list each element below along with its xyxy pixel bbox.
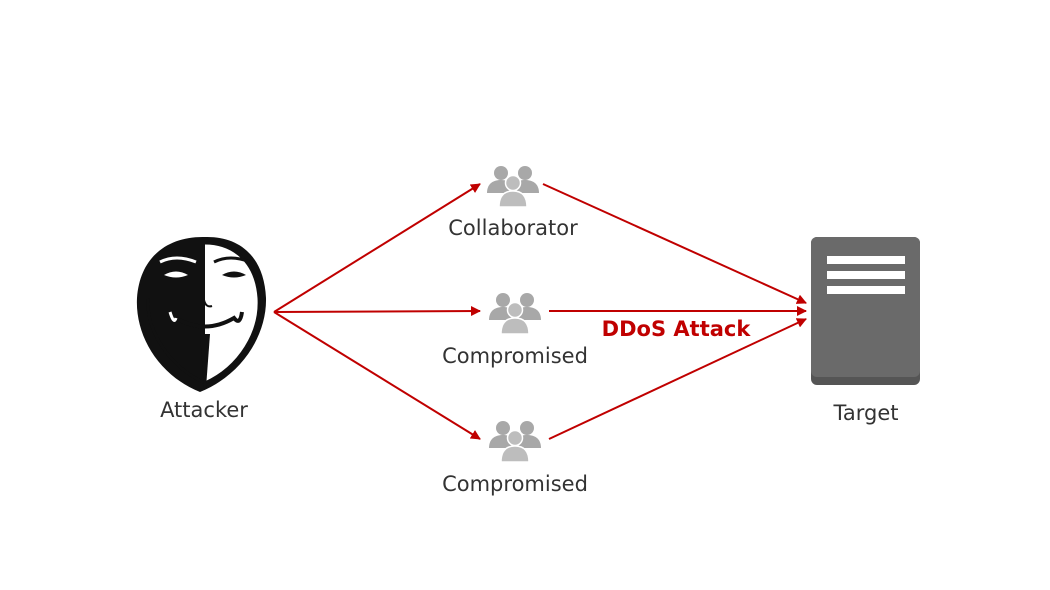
guy-fawkes-mask-icon: [136, 236, 267, 392]
collaborator-label: Collaborator: [448, 216, 578, 240]
target-node: Target: [811, 237, 920, 425]
compromised-label-1: Compromised: [442, 344, 588, 368]
compromised-label-2: Compromised: [442, 472, 588, 496]
edge-compromised-2-target: [548, 318, 807, 440]
server-icon: [811, 237, 920, 385]
user-group-icon: [488, 420, 542, 463]
ddos-attack-label: DDoS Attack: [602, 317, 752, 341]
target-label: Target: [833, 401, 899, 425]
user-group-icon: [486, 165, 540, 208]
user-group-icon: [488, 292, 542, 335]
edge-attacker-compromised-1: [273, 306, 481, 317]
edge-collaborator-target: [542, 183, 807, 304]
edges: [273, 183, 807, 440]
collaborator-node: Collaborator: [448, 165, 578, 240]
attacker-node: Attacker: [136, 236, 267, 422]
edge-attacker-compromised-2: [273, 311, 481, 440]
attacker-label: Attacker: [160, 398, 248, 422]
compromised-node-1: Compromised: [442, 292, 588, 368]
edge-attacker-collaborator: [273, 183, 481, 313]
compromised-node-2: Compromised: [442, 420, 588, 496]
